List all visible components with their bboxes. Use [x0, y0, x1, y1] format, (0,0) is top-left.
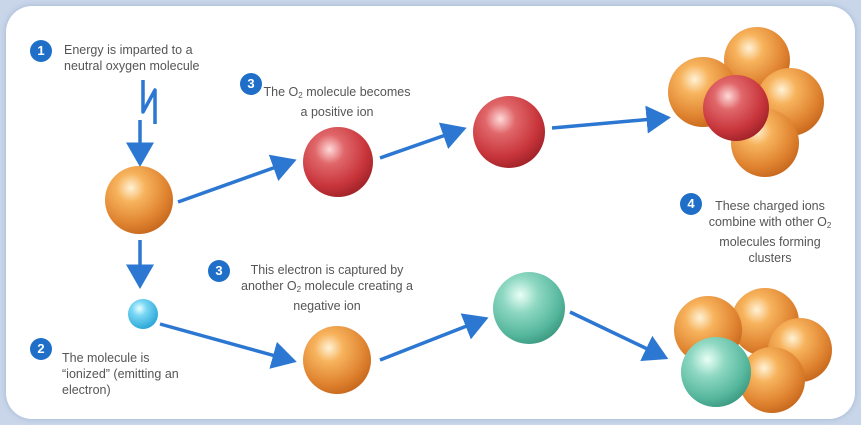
step-4-text-a: These charged ions combine with other O [708, 199, 827, 229]
step-4-text-b: molecules forming clusters [719, 235, 821, 265]
neutral-oxygen-molecule [105, 166, 173, 234]
step-2-text: The molecule is “ionized” (emitting an e… [62, 351, 179, 397]
step-3-positive-badge: 3 [240, 73, 262, 95]
negative-ion-cluster [674, 288, 832, 413]
step-3-negative-badge: 3 [208, 260, 230, 282]
capturing-oxygen-molecule [303, 326, 371, 394]
electron [128, 299, 158, 329]
positive-ion-cluster [668, 27, 824, 177]
arrow-negative-ion-to-cluster [569, 310, 669, 362]
step-4-text: These charged ions combine with other O2… [700, 198, 840, 266]
step-3-negative-text-b: molecule creating a negative ion [293, 279, 413, 313]
negative-ion-molecule [493, 272, 565, 344]
step-3-positive-text-b: molecule becomes a positive ion [300, 85, 411, 119]
o2-subscript: 2 [298, 91, 303, 100]
arrow-molecule-to-positive-ion [177, 154, 297, 204]
step-1-badge: 1 [30, 40, 52, 62]
step-3-positive-text: The O2 molecule becomes a positive ion [262, 84, 412, 120]
step-3-negative-text: This electron is captured by another O2 … [232, 262, 422, 314]
step-4-badge: 4 [680, 193, 702, 215]
energy-lightning-icon [141, 80, 157, 124]
arrow-ion-to-positive-cluster [551, 105, 671, 134]
arrow-electron-to-molecule [159, 322, 297, 369]
step-3-positive-text-a: The O [263, 85, 299, 99]
o2-subscript: 2 [826, 221, 832, 230]
step-2-badge: 2 [30, 338, 52, 360]
arrow-molecule-to-negative-ion [379, 313, 489, 362]
positive-ion-molecule [303, 127, 373, 197]
o2-subscript: 2 [296, 285, 302, 294]
arrow-positive-ion-to-ion [379, 122, 467, 160]
positive-ion-molecule-2 [473, 96, 545, 168]
step-1-text: Energy is imparted to a neutral oxygen m… [64, 43, 200, 73]
step-3-negative-text-a: This electron is captured by another O [241, 263, 404, 293]
